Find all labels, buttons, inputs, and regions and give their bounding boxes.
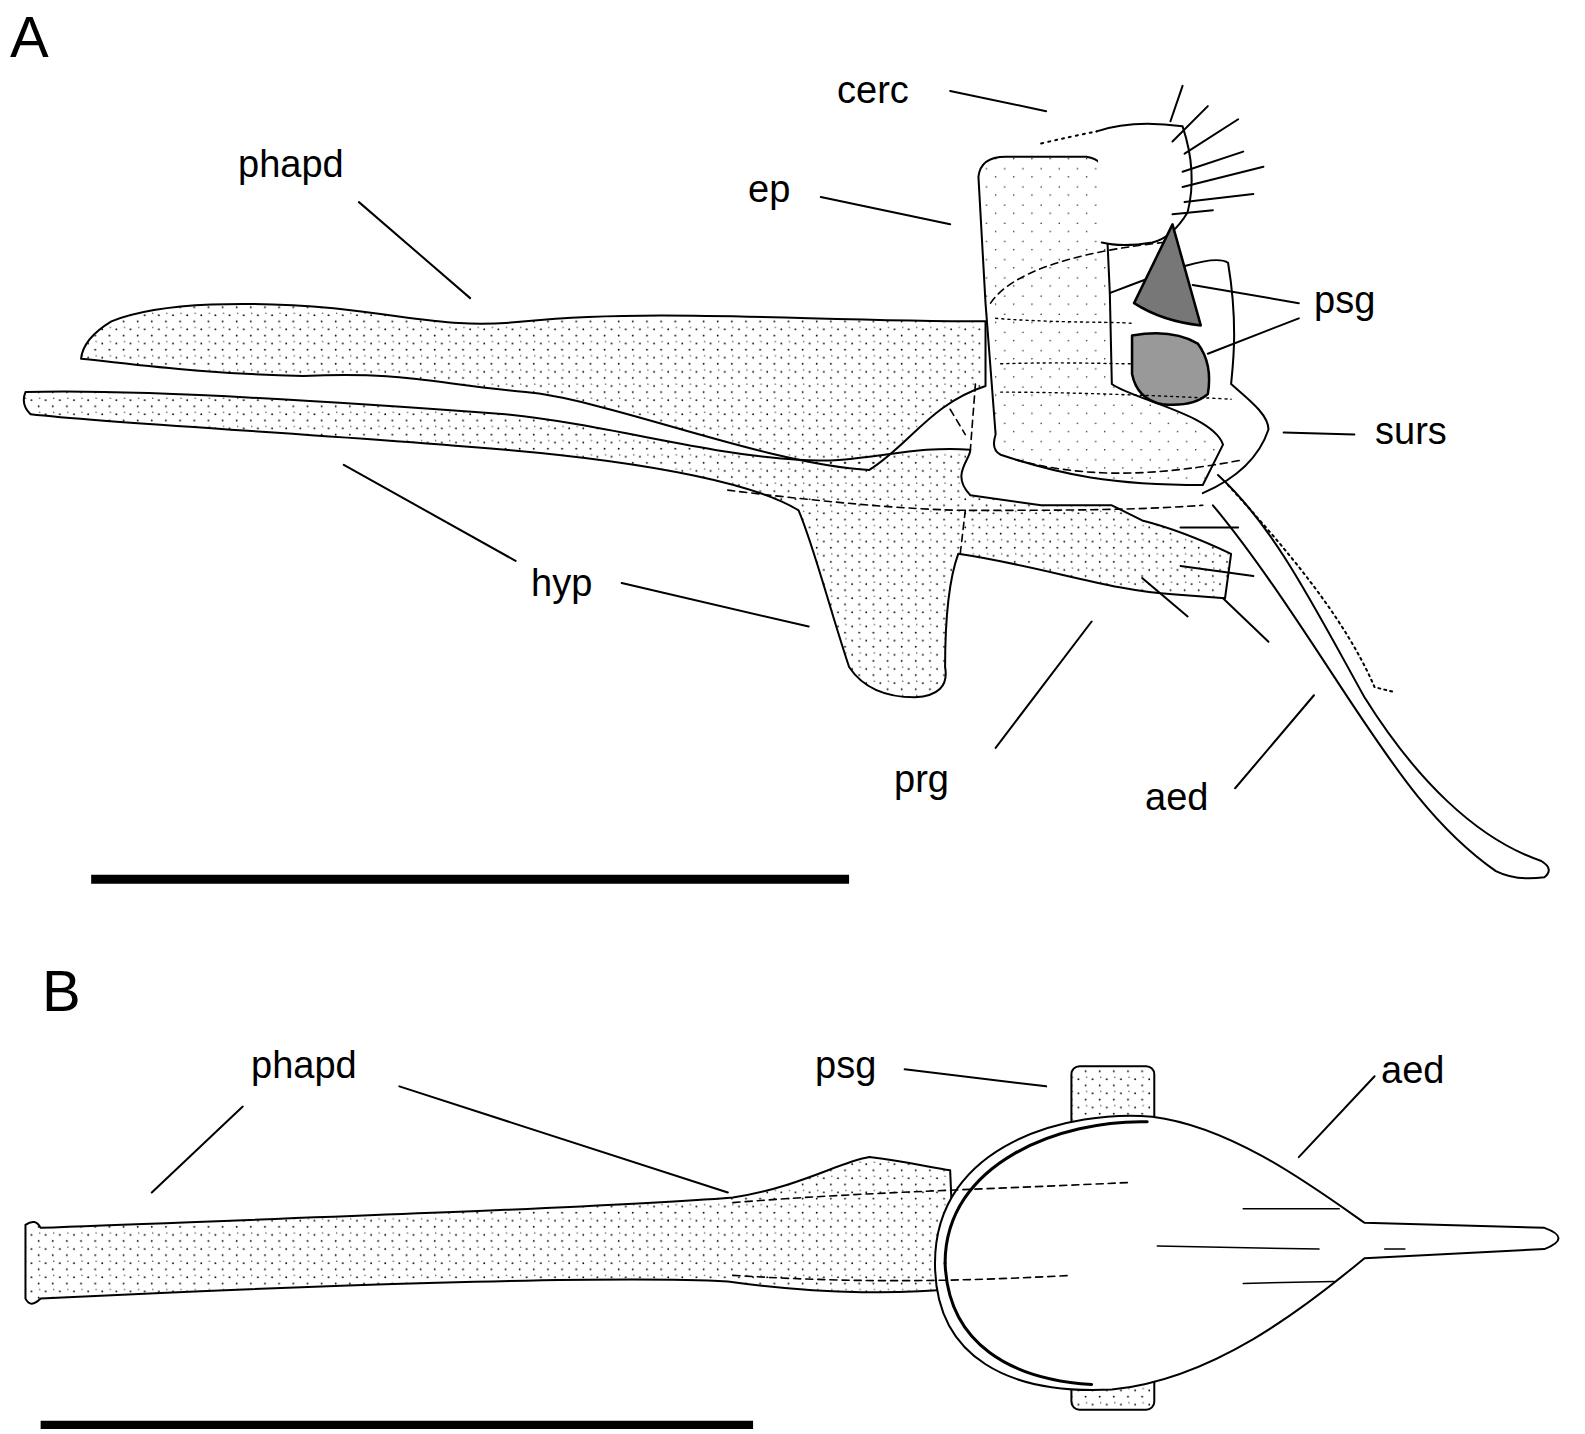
part-label: psg bbox=[815, 1046, 876, 1084]
part-label: cerc bbox=[837, 71, 909, 109]
part-label: ep bbox=[748, 170, 790, 208]
part-label: prg bbox=[894, 760, 949, 798]
part-label: psg bbox=[1314, 281, 1375, 319]
part-label: aed bbox=[1145, 778, 1208, 816]
part-label: phapd bbox=[251, 1046, 357, 1084]
part-label: hyp bbox=[531, 564, 592, 602]
part-label: phapd bbox=[238, 145, 344, 183]
part-label: aed bbox=[1381, 1051, 1444, 1089]
part-label: surs bbox=[1375, 412, 1447, 450]
panel-letter: B bbox=[42, 962, 81, 1020]
panel-letter: A bbox=[10, 8, 49, 66]
